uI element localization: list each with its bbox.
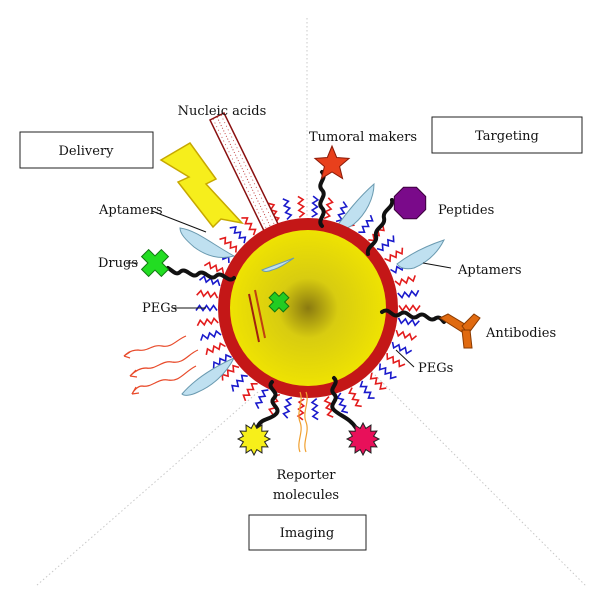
peg-chain: [397, 289, 420, 299]
peg-chain: [203, 261, 225, 275]
peg-chain: [378, 363, 397, 380]
peg-chain: [310, 195, 320, 218]
label-aptamers-left: Aptamers: [98, 203, 163, 218]
strand-1: [298, 391, 302, 453]
label-tumoral-makers: Tumoral makers: [309, 130, 417, 145]
peg-chain: [254, 389, 269, 409]
emission-strands: [298, 391, 308, 453]
peg-chain: [296, 398, 306, 421]
drug-linker: [166, 266, 236, 282]
reporter-yellow: [236, 380, 280, 457]
peg-chain: [323, 197, 334, 220]
aptamer-right: [396, 239, 445, 270]
peg-chain: [395, 329, 418, 342]
delivery-label: Delivery: [58, 144, 114, 159]
targeting-box: Targeting: [431, 116, 583, 154]
octagon-icon: [393, 186, 427, 220]
divider-bottom-left: [35, 391, 259, 587]
peg-chain: [394, 275, 416, 287]
label-drugs: Drugs: [98, 256, 138, 271]
peg-chain: [310, 397, 320, 421]
peg-chain: [323, 396, 334, 418]
peg-chain: [369, 372, 387, 390]
peg-chain: [397, 317, 420, 327]
reporter-yellow-linker: [256, 380, 280, 428]
peg-chain: [196, 289, 219, 299]
drug-cross-icon: [140, 248, 170, 278]
divider-bottom-right: [371, 371, 587, 587]
inner-nucleic-acid-line-1: [248, 293, 260, 343]
peg-chain: [348, 387, 362, 408]
leader-aptamers-left: [151, 210, 207, 233]
leader-lines: [126, 210, 452, 368]
aptamer-top-right: [336, 182, 375, 230]
antibody: [380, 308, 481, 349]
lightning-bolt-icon: [159, 142, 245, 229]
inner-nucleic-acid-line-2: [254, 289, 266, 339]
peg-chain: [205, 342, 226, 356]
particle-core: [230, 230, 386, 386]
peg-chain: [359, 380, 375, 399]
peptide-linker: [365, 198, 395, 256]
leader-pegs-right: [395, 349, 415, 368]
peg-chain: [386, 353, 406, 368]
peg-chain: [282, 198, 293, 220]
peg-chain: [212, 353, 232, 369]
inner-drug-cross-icon: [268, 291, 290, 313]
antibody-y-icon: [438, 313, 481, 349]
label-nucleic-acids: Nucleic acids: [178, 104, 267, 119]
peg-chain: [200, 329, 222, 341]
peptide: [365, 186, 427, 256]
reporter-pink-linker: [330, 376, 358, 430]
peg-chain: [229, 226, 247, 244]
inner-aptamer: [261, 257, 295, 272]
aptamers: [179, 182, 445, 396]
peg-chain: [335, 392, 349, 414]
peg-chain: [398, 304, 421, 312]
starburst-icon: [236, 421, 272, 457]
peg-chain: [242, 383, 258, 402]
tumoral-linker: [318, 170, 326, 228]
reporter-pink: [330, 376, 381, 457]
tumoral-marker: [313, 144, 351, 228]
imaging-label: Imaging: [280, 526, 334, 541]
peg-chain: [231, 374, 248, 392]
leader-aptamers-right: [422, 262, 452, 269]
label-aptamers-right: Aptamers: [457, 263, 522, 278]
peg-chain: [267, 202, 281, 224]
targeting-label: Targeting: [475, 129, 539, 144]
label-pegs-left: PEGs: [142, 301, 177, 316]
wavy-arrow-icon: [123, 335, 199, 395]
core-contents: [248, 257, 295, 343]
peg-chain: [219, 236, 238, 253]
label-reporter-line1: Reporter: [277, 468, 337, 483]
delivery-box: Delivery: [19, 131, 154, 169]
peg-chain: [296, 195, 306, 219]
peg-chain: [195, 304, 218, 312]
label-reporter-line2: molecules: [273, 488, 339, 503]
aptamer-lower-left: [181, 356, 236, 396]
peg-chain: [391, 341, 413, 355]
label-peptides: Peptides: [438, 203, 494, 218]
label-pegs-right: PEGs: [418, 361, 453, 376]
peg-chain: [376, 235, 395, 252]
sector-dividers: [35, 18, 587, 587]
peg-chain: [358, 214, 374, 233]
starburst-icon: [345, 421, 381, 457]
peg-chains: [195, 195, 421, 421]
peg-chain: [282, 396, 293, 419]
imaging-box: Imaging: [248, 514, 367, 551]
peg-chain: [241, 217, 257, 236]
peg-chain: [384, 247, 404, 263]
antibody-linker: [380, 308, 446, 324]
aptamer-left-top: [179, 227, 236, 259]
drug: [140, 248, 236, 282]
star-icon: [313, 144, 351, 180]
peg-chain: [196, 317, 219, 327]
label-antibodies: Antibodies: [485, 326, 556, 341]
strand-2: [304, 391, 308, 453]
